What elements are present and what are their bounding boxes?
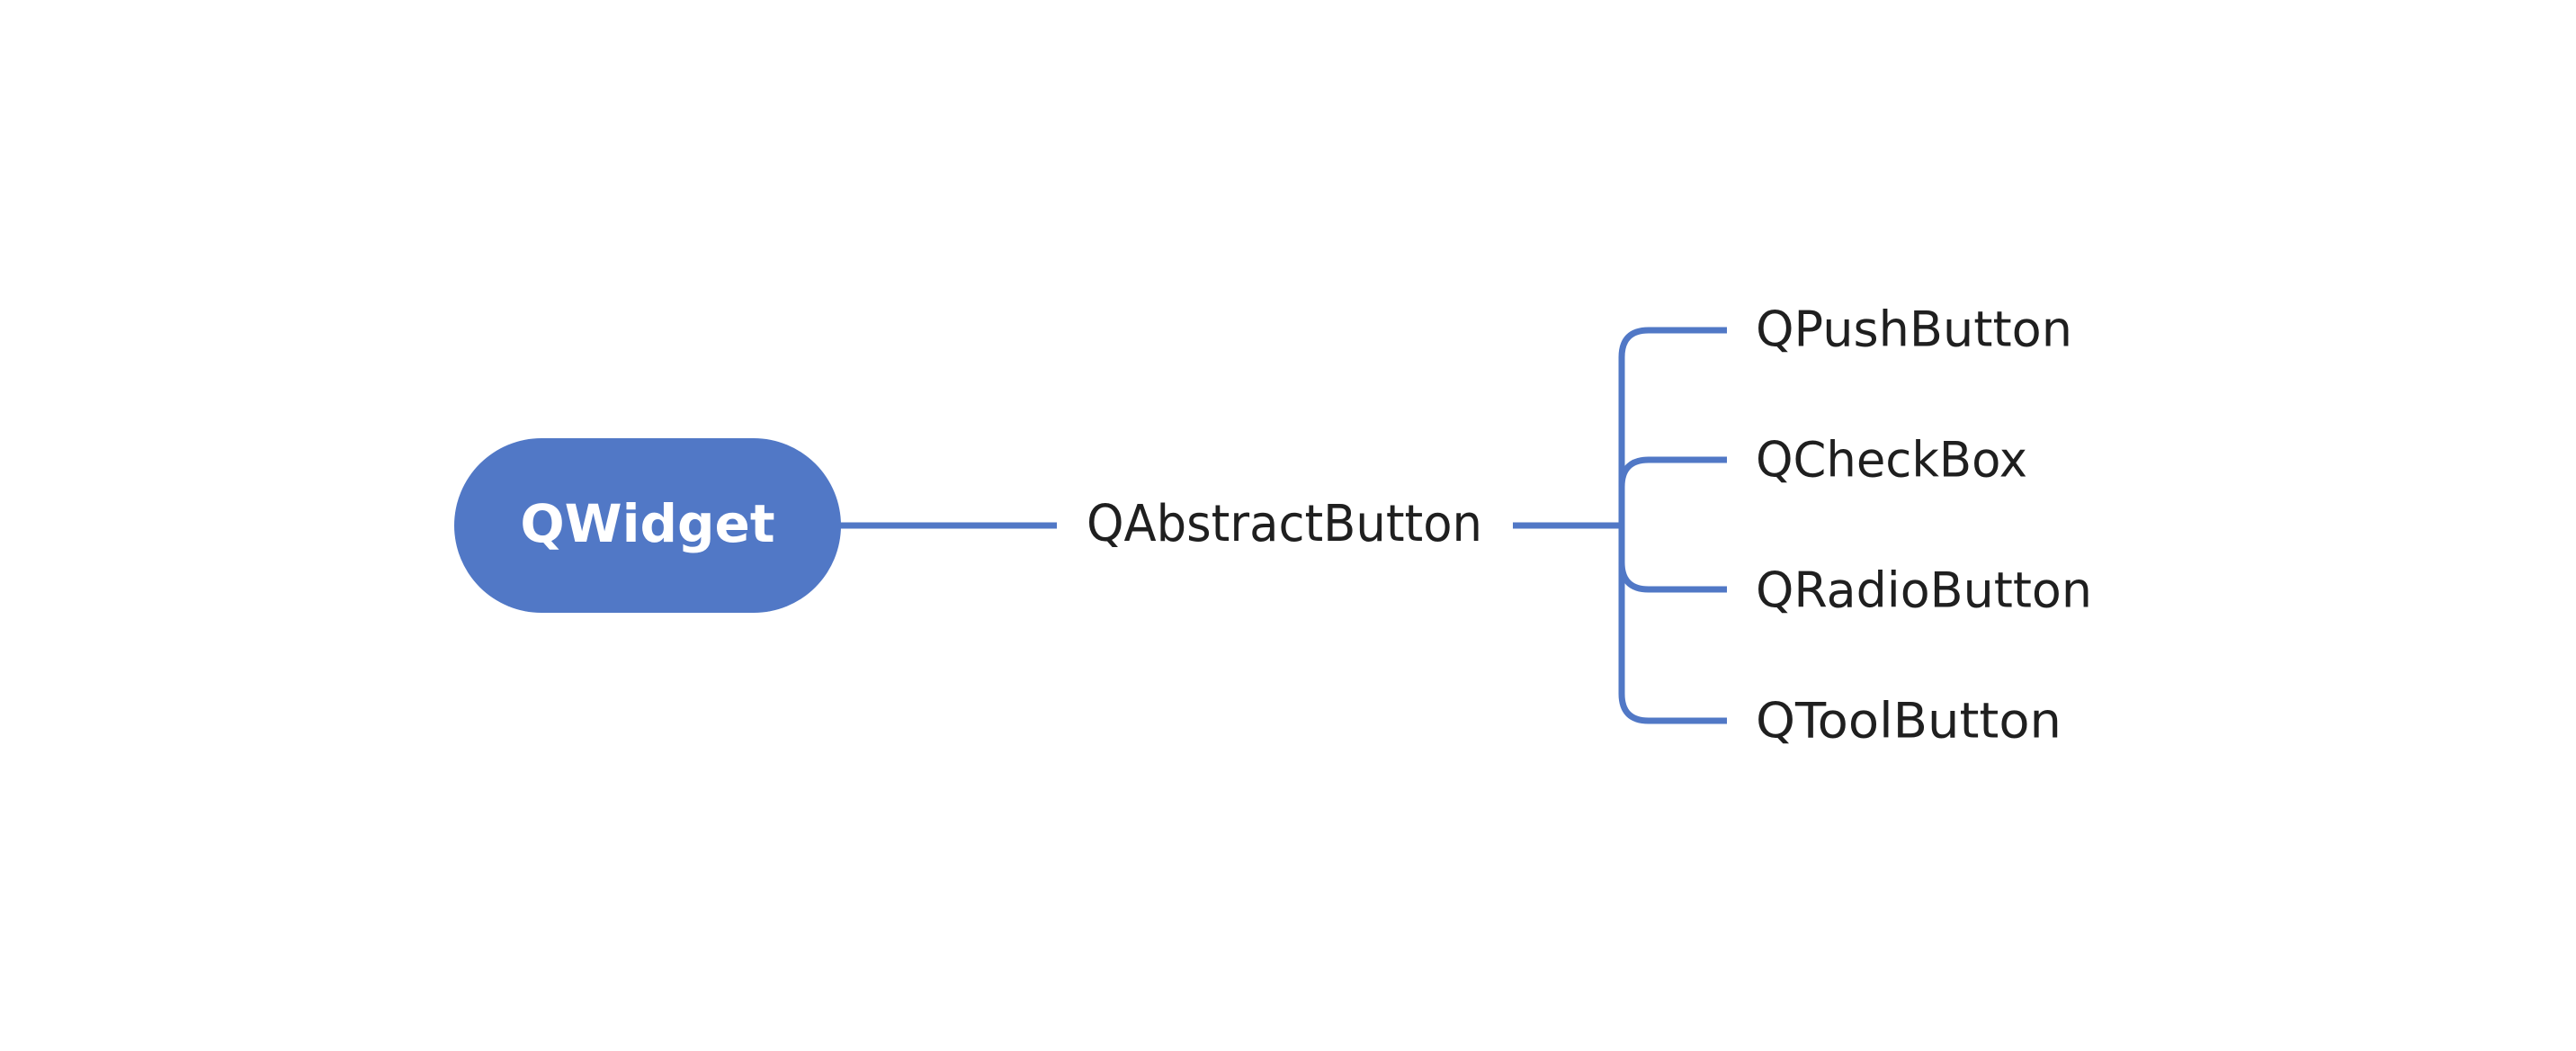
child-node-qcheckbox[interactable]: QCheckBox xyxy=(1756,432,2027,489)
child-node-label: QCheckBox xyxy=(1756,432,2027,489)
branch-line-qradiobutton xyxy=(1618,561,1727,593)
child-node-qtoolbutton[interactable]: QToolButton xyxy=(1756,693,2062,750)
branch-line-qcheckbox xyxy=(1618,456,1727,488)
middle-node[interactable]: QAbstractButton xyxy=(1087,495,1482,553)
branch-bracket xyxy=(1618,327,1727,724)
root-node-label: QWidget xyxy=(520,493,774,554)
child-node-qradiobutton[interactable]: QRadioButton xyxy=(1756,562,2092,619)
child-node-label: QPushButton xyxy=(1756,301,2072,358)
child-node-qpushbutton[interactable]: QPushButton xyxy=(1756,301,2072,358)
root-node-shape xyxy=(454,438,841,613)
child-node-label: QToolButton xyxy=(1756,693,2062,750)
child-node-label: QRadioButton xyxy=(1756,562,2092,619)
root-node[interactable]: QWidget xyxy=(454,438,841,613)
middle-node-label: QAbstractButton xyxy=(1087,495,1482,553)
